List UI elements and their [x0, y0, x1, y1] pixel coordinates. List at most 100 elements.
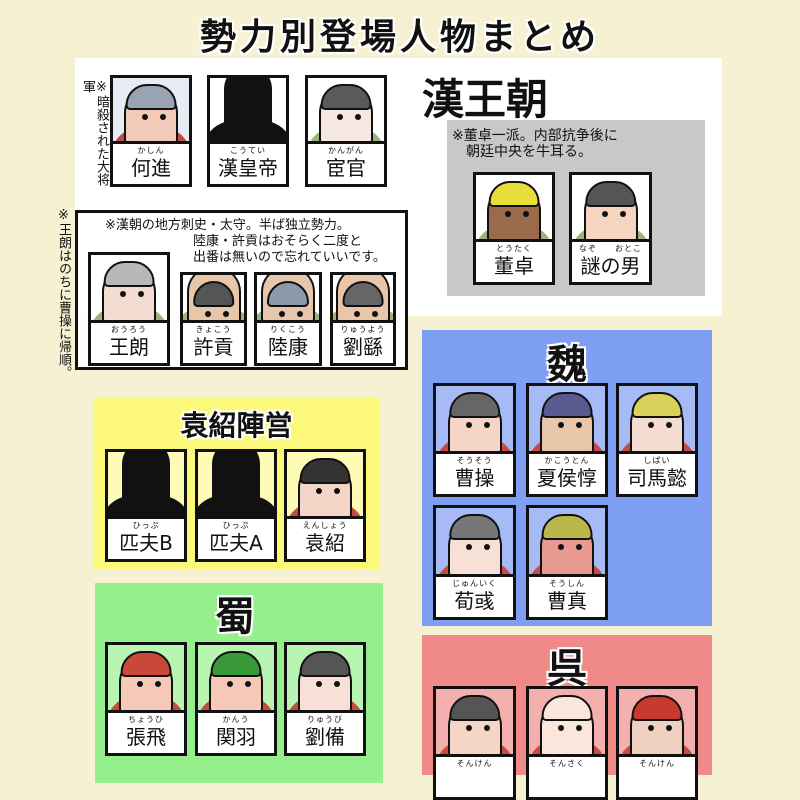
- character-name: 劉繇: [343, 335, 383, 359]
- yuan-title: 袁紹陣営: [180, 409, 293, 442]
- furigana: りくこう: [270, 325, 306, 334]
- furigana: じゅんいく: [452, 579, 497, 588]
- page-title: 勢力別登場人物まとめ: [199, 17, 600, 58]
- character-portrait: [108, 645, 184, 713]
- character-portrait: [287, 645, 363, 713]
- character-label: ひっぷ匹夫A: [198, 519, 274, 559]
- character-name: 張飛: [126, 725, 166, 749]
- character-card: しばい司馬懿: [616, 383, 698, 497]
- character-card: こうてい漢皇帝: [207, 75, 289, 187]
- local-note-line: ※漢朝の地方刺史・太守。半ば独立勢力。: [105, 218, 350, 233]
- character-label: おうろう王朗: [91, 323, 167, 363]
- character-card: そんけん: [433, 686, 516, 800]
- character-portrait: [257, 275, 319, 323]
- character-label: じゅんいく荀彧: [436, 577, 513, 617]
- character-portrait: [436, 386, 513, 454]
- character-label: りくこう陸康: [257, 323, 319, 363]
- furigana: なぞ おとこ: [579, 244, 642, 253]
- character-label: しばい司馬懿: [619, 454, 695, 494]
- character-name: 董卓: [494, 254, 534, 278]
- character-portrait: [308, 78, 384, 144]
- character-portrait: [436, 689, 513, 757]
- character-label: ひっぷ匹夫B: [108, 519, 184, 559]
- character-label: りゅうび劉備: [287, 713, 363, 753]
- character-name: 荀彧: [454, 589, 495, 613]
- character-portrait: [287, 452, 363, 519]
- furigana: ひっぷ: [222, 521, 250, 530]
- character-label: そうしん曹真: [529, 577, 605, 617]
- character-portrait: [476, 175, 552, 242]
- local-note: ※漢朝の地方刺史・太守。半ば独立勢力。陸康・許貢はおそらく二度と出番は無いので忘…: [105, 218, 386, 266]
- character-name: 関羽: [216, 725, 256, 749]
- character-portrait: [113, 78, 189, 144]
- character-card: そんけん: [616, 686, 698, 800]
- furigana: そんさく: [549, 759, 585, 768]
- character-card: きょこう許貢: [180, 272, 247, 366]
- character-card: りゅうよう劉繇: [330, 272, 396, 366]
- hejin-note: ※暗殺された大将軍: [80, 80, 109, 186]
- local-note-line: 陸康・許貢はおそらく二度と: [193, 234, 363, 249]
- furigana: かんがん: [328, 146, 364, 155]
- character-label: かしん何進: [113, 144, 189, 184]
- character-name: 匹夫B: [119, 531, 173, 555]
- character-label: りゅうよう劉繇: [333, 323, 393, 363]
- furigana: りゅうび: [307, 715, 343, 724]
- furigana: かこうとん: [544, 456, 590, 465]
- character-name: 夏侯惇: [537, 466, 597, 490]
- character-portrait: [619, 386, 695, 454]
- character-label: そんけん: [436, 757, 513, 797]
- character-card: りゅうび劉備: [284, 642, 366, 756]
- character-label: こうてい漢皇帝: [210, 144, 286, 184]
- character-label: かんがん宦官: [308, 144, 384, 184]
- character-name: 漢皇帝: [218, 156, 278, 180]
- character-name: 何進: [131, 156, 171, 180]
- dong-note-line: 朝廷中央を牛耳る。: [466, 144, 592, 160]
- character-card: かしん何進: [110, 75, 192, 187]
- character-name: 劉備: [305, 725, 345, 749]
- character-name: 曹真: [547, 589, 587, 613]
- character-label: そんけん: [619, 757, 695, 797]
- furigana: そうしん: [549, 579, 585, 588]
- character-name: 宦官: [326, 156, 366, 180]
- furigana: ちょうひ: [128, 715, 164, 724]
- character-name: 司馬懿: [627, 466, 687, 490]
- character-portrait: [436, 508, 513, 577]
- character-card: えんしょう袁紹: [284, 449, 366, 562]
- character-name: 許貢: [193, 335, 234, 359]
- character-label: とうたく董卓: [476, 242, 552, 282]
- character-name: 曹操: [454, 466, 495, 490]
- furigana: かんう: [222, 715, 250, 724]
- character-card: かんう関羽: [195, 642, 277, 756]
- character-label: そうそう曹操: [436, 454, 513, 494]
- furigana: そんけん: [456, 759, 493, 768]
- character-portrait: [183, 275, 244, 323]
- character-label: えんしょう袁紹: [287, 519, 363, 559]
- furigana: えんしょう: [302, 521, 348, 530]
- dong-note-line: ※董卓一派。内部抗争後に: [452, 128, 618, 144]
- character-card: とうたく董卓: [473, 172, 555, 285]
- character-label: なぞ おとこ謎の男: [572, 242, 649, 282]
- character-label: かんう関羽: [198, 713, 274, 753]
- character-portrait: [529, 689, 605, 757]
- character-name: 王朗: [109, 335, 149, 359]
- character-name: 匹夫A: [209, 531, 263, 555]
- character-label: きょこう許貢: [183, 323, 244, 363]
- silhouette-portrait: [198, 452, 274, 519]
- character-portrait: [198, 645, 274, 713]
- character-card: おうろう王朗: [88, 252, 170, 366]
- furigana: そんけん: [639, 759, 675, 768]
- character-card: りくこう陸康: [254, 272, 322, 366]
- character-portrait: [529, 386, 605, 454]
- furigana: おうろう: [111, 325, 147, 334]
- character-card: ちょうひ張飛: [105, 642, 187, 756]
- dong-note: ※董卓一派。内部抗争後に朝廷中央を牛耳る。: [452, 128, 618, 160]
- character-portrait: [333, 275, 393, 323]
- character-card: かんがん宦官: [305, 75, 387, 187]
- furigana: とうたく: [496, 244, 532, 253]
- furigana: そうそう: [456, 456, 493, 465]
- furigana: りゅうよう: [340, 325, 386, 334]
- local-note-line: 出番は無いので忘れていいです。: [193, 250, 386, 265]
- character-card: そうそう曹操: [433, 383, 516, 497]
- shu-title: 蜀: [215, 594, 255, 640]
- wei-title: 魏: [547, 342, 587, 388]
